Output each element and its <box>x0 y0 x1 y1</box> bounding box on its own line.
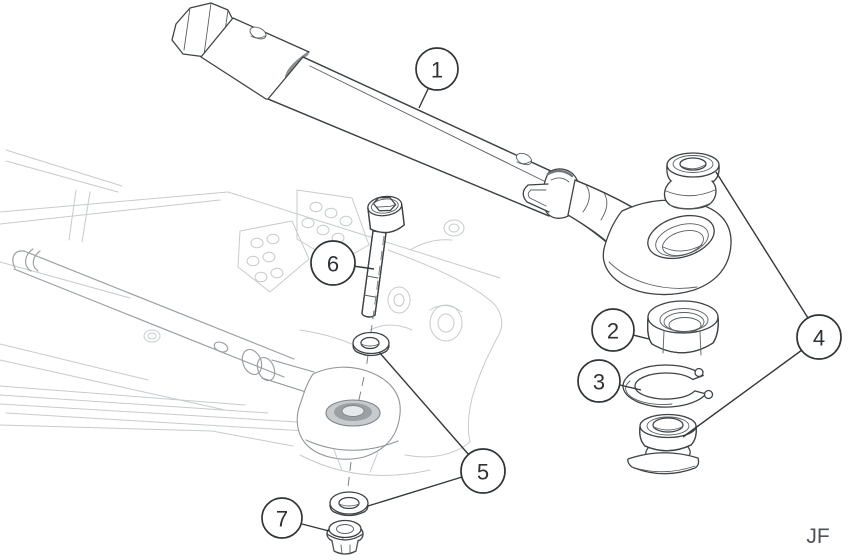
snap-ring <box>622 364 714 408</box>
washer-hole <box>338 496 360 510</box>
leader-6 <box>352 265 375 270</box>
background-frame <box>0 149 503 476</box>
rod-end-eye <box>602 199 732 296</box>
upper-bushing <box>663 152 720 210</box>
callout-2[interactable]: 2 <box>591 308 635 352</box>
leader-5a <box>378 351 470 456</box>
callout-6[interactable]: 6 <box>310 240 356 286</box>
flange-nut <box>326 519 364 555</box>
snap-ring-lug <box>703 389 714 400</box>
bolt-head <box>367 195 405 234</box>
installed-rod-end <box>261 359 401 473</box>
retaining-nut <box>646 300 719 356</box>
installed-rod <box>12 248 295 382</box>
lower-washer <box>329 491 369 517</box>
eye-bore <box>647 214 715 260</box>
leader-5b <box>367 476 463 507</box>
leader-7 <box>301 523 330 532</box>
svg-text:6: 6 <box>327 252 339 277</box>
upper-washer <box>352 331 390 357</box>
bushing-barrel <box>663 180 717 210</box>
callout-7[interactable]: 7 <box>261 497 303 539</box>
callout-3[interactable]: 3 <box>577 359 621 403</box>
pivot-bolt <box>361 195 405 318</box>
callout-1[interactable]: 1 <box>415 47 459 91</box>
tie-rod <box>171 2 732 296</box>
leader-4b <box>682 349 803 438</box>
leader-4a <box>715 171 809 319</box>
callout-4[interactable]: 4 <box>796 314 842 360</box>
svg-text:3: 3 <box>593 370 605 395</box>
ball-bushing-bore <box>341 405 365 417</box>
svg-text:1: 1 <box>431 58 443 83</box>
bolt-shank <box>361 230 387 318</box>
svg-text:7: 7 <box>276 507 288 532</box>
leader-2 <box>632 334 650 340</box>
svg-text:4: 4 <box>813 326 825 351</box>
leader-3 <box>619 384 642 391</box>
leader-lines <box>301 88 809 532</box>
svg-text:5: 5 <box>477 460 489 485</box>
lower-bushing <box>627 413 700 475</box>
callout-5[interactable]: 5 <box>460 448 506 494</box>
drilled-plate-lower <box>237 220 310 293</box>
author-initials: JF <box>806 525 829 548</box>
mounting-bracket <box>299 219 503 476</box>
leader-1 <box>418 88 429 109</box>
washer-hole <box>360 336 380 350</box>
svg-text:2: 2 <box>607 319 619 344</box>
snap-ring-lug <box>694 367 704 378</box>
